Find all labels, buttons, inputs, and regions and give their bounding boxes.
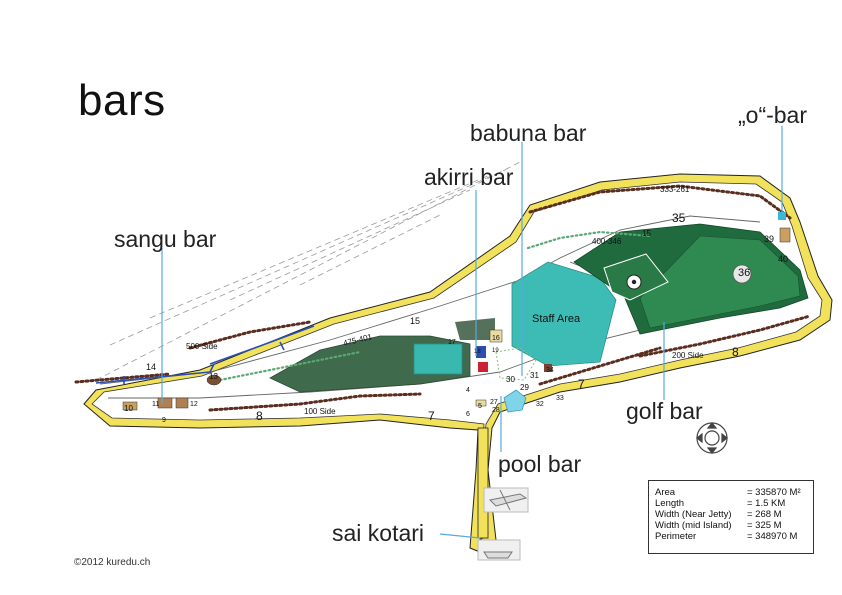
zone-14-label: 14 [146,362,156,372]
map-text: Staff Area 500 Side 200 Side 100 Side 33… [124,185,788,424]
zone-31-label: 31 [530,371,539,380]
side-200-label: 200 Side [672,351,704,360]
jetty [477,427,489,539]
pool [413,343,463,375]
fact-value: = 268 M [747,509,782,520]
zone-6-label: 6 [466,411,470,418]
zone-7a-label: 7 [428,409,435,423]
reef-lines [95,161,521,381]
golf-bar-label[interactable]: golf bar [626,398,703,424]
zone-8b-label: 8 [732,345,739,359]
fact-label: Length [655,498,685,509]
zone-5-label: 5 [478,403,482,410]
zone-4-label: 4 [466,387,470,394]
side-100-label: 100 Side [304,407,336,416]
pool-bar-label[interactable]: pool bar [498,451,582,477]
page-title: bars [78,76,166,125]
zone-11-label: 11 [152,401,159,408]
zone-30-label: 30 [506,375,515,384]
zone-10-label: 10 [124,404,133,413]
fact-value: = 1.5 KM [747,498,786,509]
island-facts-box: Area = 335870 M² Length = 1.5 KM Width (… [648,480,814,554]
fact-value: = 348970 M [747,531,798,542]
zone-15a-label: 15 [642,229,651,238]
bar-pointers [161,126,783,539]
zone-7b-label: 7 [578,377,585,391]
fact-label: Perimeter [655,531,697,542]
sai-kotari-label[interactable]: sai kotari [332,520,425,546]
zone-32-label: 32 [536,401,544,408]
fact-row: Length = 1.5 KM [655,498,807,509]
zone-36-label: 36 [738,267,750,279]
fact-value: = 335870 M² [747,487,801,498]
fact-row: Width (mid Island) = 325 M [655,520,807,531]
range-400-346-label: 400-346 [592,237,622,246]
blue-paths [95,325,315,384]
fact-row: Width (Near Jetty) = 268 M [655,509,807,520]
golf-ball-icon [732,264,752,284]
fact-label: Area [655,487,676,498]
akirri-bar-label[interactable]: akirri bar [424,164,514,190]
zone-28-label: 28 [492,407,500,414]
sangu-bar-label[interactable]: sangu bar [114,226,217,252]
babuna-bar-label[interactable]: babuna bar [470,120,587,146]
zone-19-label: 19 [492,348,499,354]
zone-33-label: 33 [556,395,564,402]
boat-icon [477,539,521,561]
fact-row: Area = 335870 M² [655,487,807,498]
zone-35-label: 35 [672,211,686,225]
zone-27-label: 27 [490,399,498,406]
zone-8a-label: 8 [256,409,263,423]
zone-29-label: 29 [520,383,529,392]
zone-34-label: 34 [546,367,554,374]
zone-17-label: 17 [448,339,456,346]
fact-row: Perimeter = 348970 M [655,531,807,542]
zone-39-label: 39 [764,234,774,244]
copyright-text: ©2012 kuredu.ch [74,557,151,568]
pool-lagoon [503,389,527,413]
zone-15b-label: 15 [410,316,420,326]
range-333-261-label: 333-261 [660,185,690,194]
compass-icon [696,422,728,454]
staff-area-label: Staff Area [532,313,581,325]
shrubs [218,230,652,382]
hedges [74,184,812,412]
golf-field [639,235,801,329]
staff-area [511,261,617,367]
fact-value: = 325 M [747,520,782,531]
zone-16-label: 16 [492,335,500,342]
zone-13-label: 13 [209,372,218,381]
forest-area-2 [455,318,495,340]
zone-9-label: 9 [162,417,166,424]
seaplane-icon [483,487,529,513]
building-markers [122,212,791,411]
zone-12-label: 12 [190,401,198,408]
side-500-label: 500 Side [186,342,218,351]
zone-40-label: 40 [778,254,788,264]
fact-label: Width (mid Island) [655,520,732,531]
fact-label: Width (Near Jetty) [655,509,732,520]
o-bar-label[interactable]: „o“-bar [738,102,808,128]
zone-18-label: 18 [474,349,481,355]
